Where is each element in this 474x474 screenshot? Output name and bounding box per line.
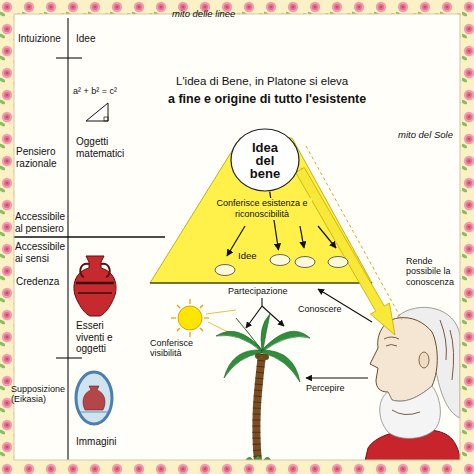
beam-arrow — [296, 168, 395, 336]
idea-ellipse-small — [215, 265, 235, 276]
participation-arrow — [262, 306, 284, 326]
myth-label: mito del Sole — [398, 130, 453, 141]
ideas-group: Idee — [208, 250, 354, 284]
image-oval — [76, 372, 112, 424]
knowledge-beam — [292, 146, 402, 335]
idea-ellipse: Idea del bene — [230, 128, 300, 192]
group-label: Idee — [238, 251, 257, 261]
level-object: Oggetti matematici — [76, 136, 132, 159]
vase-illustration — [74, 256, 116, 316]
emanation-arrow — [300, 226, 304, 248]
palm-trunk — [256, 354, 262, 462]
paper-background — [14, 14, 460, 460]
coconut — [263, 354, 269, 360]
diagram-title: L'idea di Bene, in Platone si eleva — [176, 75, 348, 88]
ground-line — [80, 412, 108, 413]
level-object: Idee — [76, 33, 95, 45]
myth-label: mito delle linee — [172, 9, 235, 20]
realm-label: Accessibile al pensiero — [15, 211, 73, 234]
segment-tick — [56, 357, 82, 358]
relation-label: Conferisce visibilità — [150, 338, 206, 359]
trunk-rings — [256, 354, 262, 462]
realm-label: Accessibile ai sensi — [15, 241, 73, 264]
level-name: Credenza — [16, 276, 59, 288]
face — [370, 318, 437, 402]
level-object: Esseri viventi e oggetti — [76, 320, 126, 355]
vase-handle — [80, 264, 109, 277]
relation-label: Conoscere — [298, 304, 342, 314]
level-object: Immagini — [76, 436, 117, 448]
vase-band — [78, 292, 112, 294]
palm-fronds — [216, 314, 310, 382]
sun-disc — [178, 306, 202, 330]
participation-arrow — [246, 298, 262, 328]
plato-illustration — [362, 307, 462, 474]
level-name: Supposizione (Eikasia) — [11, 384, 68, 405]
ellipse-outline — [231, 129, 299, 191]
ear — [419, 352, 429, 368]
sun-illustration — [171, 299, 236, 337]
triangle-symbol — [86, 103, 108, 121]
sun-rays — [171, 299, 236, 337]
title-line: a fine e origine di tutto l'esistente — [168, 92, 366, 106]
level-name: Pensiero razionale — [16, 146, 68, 169]
relation-label: Percepire — [306, 383, 345, 393]
beam-dash — [306, 146, 402, 320]
idea-ellipse-small — [295, 257, 315, 268]
image-illustration — [76, 372, 112, 424]
palm-tree — [216, 314, 310, 462]
formula-label: a² + b² = c² — [73, 86, 117, 96]
relation-label: Rende possibile la conoscenza — [406, 256, 458, 287]
perceiving-arrow — [306, 377, 368, 378]
idea-ellipse-small — [328, 257, 348, 268]
ideas-dots — [208, 250, 354, 284]
vase-body — [74, 256, 116, 316]
level-name: Intuizione — [18, 33, 61, 45]
vase-band — [76, 282, 114, 285]
participation-line — [150, 283, 372, 284]
realm-divider — [14, 236, 165, 237]
beard — [380, 386, 441, 438]
coconut — [255, 353, 261, 359]
right-angle-mark — [104, 117, 108, 121]
light-cone — [150, 138, 372, 283]
relation-label: Partecipazione — [228, 286, 288, 296]
frame-edge — [14, 14, 460, 460]
triangle-symbol — [86, 103, 108, 121]
vertical-line — [67, 18, 68, 462]
relation-arrows — [246, 289, 372, 378]
idea-title: Idea del bene — [241, 141, 289, 180]
segment-tick — [56, 57, 82, 58]
vase-reflection — [83, 386, 105, 410]
idea-ellipse-small — [270, 255, 290, 266]
edge-label: Conferisce esistenza e riconoscibilità — [212, 198, 312, 220]
